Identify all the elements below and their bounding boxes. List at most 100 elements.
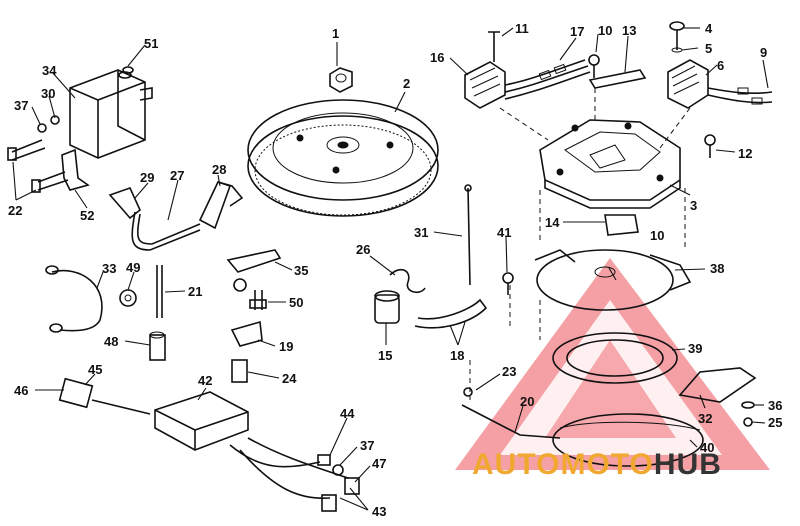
callout-2: 2 — [403, 76, 410, 91]
callout-38: 38 — [710, 261, 724, 276]
callout-25: 25 — [768, 415, 782, 430]
callout-32: 32 — [698, 411, 712, 426]
ring-40 — [552, 413, 704, 467]
callout-30: 30 — [41, 86, 55, 101]
watermark-wordmark: AUTOMOTOHUB — [472, 448, 722, 481]
actuator-15 — [374, 290, 400, 324]
screw-12 — [704, 134, 716, 158]
callout-42: 42 — [198, 373, 212, 388]
watermark-brand-part2: HUB — [654, 448, 722, 481]
callout-12: 12 — [738, 146, 752, 161]
callout-19: 19 — [279, 339, 293, 354]
harness-wires — [229, 437, 349, 500]
callout-27: 27 — [170, 168, 184, 183]
svg-text:AUTOMOTOHUB: AUTOMOTOHUB — [472, 448, 722, 481]
spark-plug-leads — [108, 181, 244, 251]
callout-16: 16 — [430, 50, 444, 65]
callout-36: 36 — [768, 398, 782, 413]
callout-33: 33 — [102, 261, 116, 276]
charge-coil-right — [667, 21, 773, 109]
screw-10-top — [588, 54, 600, 78]
callout-1: 1 — [332, 26, 339, 41]
power-pack-42 — [154, 391, 249, 451]
flywheel-nut — [329, 67, 353, 93]
callout-6: 6 — [717, 58, 724, 73]
callout-17: 17 — [570, 24, 584, 39]
callout-48: 48 — [104, 334, 118, 349]
callout-11: 11 — [515, 21, 529, 36]
link-35 — [226, 249, 282, 292]
callout-51: 51 — [144, 36, 158, 51]
spacer-48 — [149, 331, 166, 361]
callout-52: 52 — [80, 208, 94, 223]
leader-lines — [12, 27, 769, 511]
callout-10-top: 10 — [598, 23, 612, 38]
watermark-triangle-inner — [500, 300, 722, 455]
callout-28: 28 — [212, 162, 226, 177]
callout-18: 18 — [450, 348, 464, 363]
callout-37-top: 37 — [14, 98, 28, 113]
callout-22: 22 — [8, 203, 22, 218]
callout-5: 5 — [705, 41, 712, 56]
rod-20 — [461, 404, 561, 439]
callout-21: 21 — [188, 284, 202, 299]
callout-50: 50 — [289, 295, 303, 310]
ignition-coil — [69, 69, 153, 159]
lever-19 — [230, 320, 263, 347]
clip-52 — [61, 148, 90, 191]
callout-41: 41 — [497, 225, 511, 240]
rod-31 — [464, 184, 472, 286]
callout-31: 31 — [414, 225, 428, 240]
callout-26: 26 — [356, 242, 370, 257]
callout-3: 3 — [690, 198, 697, 213]
spacer-24 — [231, 359, 248, 383]
assembly-lines — [469, 88, 691, 400]
stator-plate — [539, 119, 681, 209]
screw-23 — [463, 387, 473, 397]
washer-51 — [122, 66, 134, 74]
timer-base-38 — [534, 249, 692, 311]
callout-20: 20 — [520, 394, 534, 409]
callout-34: 34 — [42, 63, 57, 78]
callout-40: 40 — [700, 440, 714, 455]
callout-10-mid: 10 — [650, 228, 664, 243]
callout-43: 43 — [372, 504, 386, 519]
bracket-32 — [678, 367, 757, 403]
callout-46: 46 — [14, 383, 28, 398]
connector-45-46 — [58, 377, 151, 415]
stud-21 — [156, 265, 163, 318]
callout-47: 47 — [372, 456, 386, 471]
terminal-44 — [317, 454, 331, 466]
callout-24: 24 — [282, 371, 297, 386]
terminal-49 — [119, 289, 137, 307]
callout-49: 49 — [126, 260, 140, 275]
callout-14: 14 — [545, 215, 560, 230]
callout-37-bottom: 37 — [360, 438, 374, 453]
connectors-43-47 — [321, 477, 360, 512]
callout-44: 44 — [340, 406, 355, 421]
stud-50 — [249, 290, 267, 310]
washers-37-30 — [37, 115, 60, 133]
charge-coil-left — [464, 31, 591, 109]
callout-13: 13 — [622, 23, 636, 38]
ground-strap — [45, 265, 103, 333]
watermark-triangle-core — [545, 340, 676, 438]
screw-41 — [502, 272, 514, 295]
callout-45: 45 — [88, 362, 102, 377]
callout-23: 23 — [502, 364, 516, 379]
hose-18 — [414, 298, 488, 329]
watermark-brand-part1: AUTOMOTO — [472, 448, 654, 481]
spring-26 — [389, 268, 426, 294]
callout-15: 15 — [378, 348, 392, 363]
callout-9: 9 — [760, 45, 767, 60]
callout-labels: 1 2 3 4 5 6 9 10 10 11 12 13 14 15 16 17… — [8, 21, 782, 519]
callout-4: 4 — [705, 21, 713, 36]
screw-22-pair — [7, 139, 69, 193]
callout-39: 39 — [688, 341, 702, 356]
flywheel-outer — [247, 99, 439, 201]
watermark-logo — [455, 258, 770, 470]
callout-35: 35 — [294, 263, 308, 278]
flywheel-assembly — [247, 67, 439, 217]
